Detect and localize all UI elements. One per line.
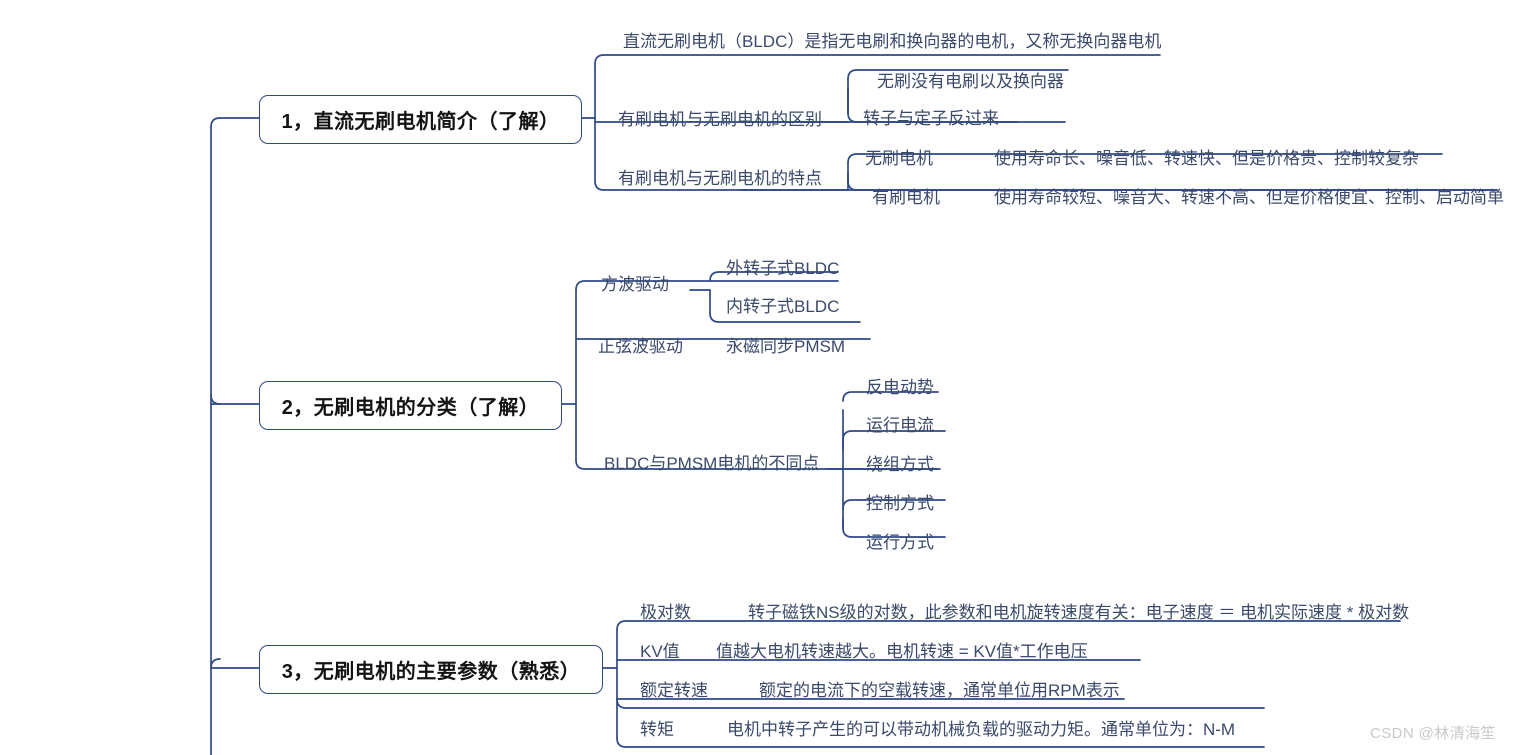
branch2-item-3-child-1[interactable]: 反电动势	[866, 378, 934, 397]
branch3-item-4-label[interactable]: 转矩	[640, 720, 674, 739]
branch3-item-4-detail: 电机中转子产生的可以带动机械负载的驱动力矩。通常单位为：N-M	[727, 720, 1236, 739]
branch1-item-3-child-1-label[interactable]: 无刷电机	[865, 149, 933, 168]
branch2-item-2-child-1[interactable]: 永磁同步PMSM	[726, 337, 845, 356]
branch1-item-1[interactable]: 直流无刷电机（BLDC）是指无电刷和换向器的电机，又称无换向器电机	[623, 32, 1162, 51]
branch1-item-3-child-2-label[interactable]: 有刷电机	[872, 188, 940, 207]
branch2-item-1[interactable]: 方波驱动	[601, 275, 669, 294]
branch1-item-3-child-2-detail: 使用寿命较短、噪音大、转速不高、但是价格便宜、控制、启动简单	[994, 188, 1504, 207]
branch2-item-2[interactable]: 正弦波驱动	[598, 337, 683, 356]
branch3-item-2-detail: 值越大电机转速越大。电机转速 = KV值*工作电压	[716, 642, 1088, 661]
branch2-item-3-child-4[interactable]: 控制方式	[866, 494, 934, 513]
topic-label-2: 2，无刷电机的分类（了解）	[281, 397, 540, 419]
csdn-watermark: CSDN @林清海笙	[1370, 725, 1496, 742]
branch1-item-2[interactable]: 有刷电机与无刷电机的区别	[618, 110, 822, 129]
branch3-item-3-label[interactable]: 额定转速	[640, 681, 708, 700]
branch2-item-3-child-2[interactable]: 运行电流	[866, 416, 934, 435]
topic-label-1: 1，直流无刷电机简介（了解）	[281, 111, 560, 133]
branch3-item-1-detail: 转子磁铁NS级的对数，此参数和电机旋转速度有关：电子速度 ＝ 电机实际速度 * …	[748, 603, 1410, 622]
branch3-item-3-detail: 额定的电流下的空载转速，通常单位用RPM表示	[759, 681, 1120, 700]
topic-label-3: 3，无刷电机的主要参数（熟悉）	[281, 661, 581, 683]
branch2-item-3[interactable]: BLDC与PMSM电机的不同点	[604, 454, 820, 473]
branch2-item-1-child-1[interactable]: 外转子式BLDC	[726, 259, 840, 278]
branch1-item-2-child-2[interactable]: 转子与定子反过来	[863, 109, 999, 128]
branch1-item-3-child-1-detail: 使用寿命长、噪音低、转速快、但是价格贵、控制较复杂	[994, 149, 1419, 168]
branch3-item-2-label[interactable]: KV值	[640, 642, 680, 661]
branch1-item-2-child-1[interactable]: 无刷没有电刷以及换向器	[877, 72, 1064, 91]
branch2-item-1-child-2[interactable]: 内转子式BLDC	[726, 297, 840, 316]
topic-box-3[interactable]: 3，无刷电机的主要参数（熟悉）	[259, 645, 603, 694]
topic-box-2[interactable]: 2，无刷电机的分类（了解）	[259, 381, 562, 430]
branch2-item-3-child-3[interactable]: 绕组方式	[866, 455, 934, 474]
topic-box-1[interactable]: 1，直流无刷电机简介（了解）	[259, 95, 582, 144]
branch1-item-3[interactable]: 有刷电机与无刷电机的特点	[618, 169, 822, 188]
branch2-item-3-child-5[interactable]: 运行方式	[866, 533, 934, 552]
branch3-item-1-label[interactable]: 极对数	[640, 603, 691, 622]
